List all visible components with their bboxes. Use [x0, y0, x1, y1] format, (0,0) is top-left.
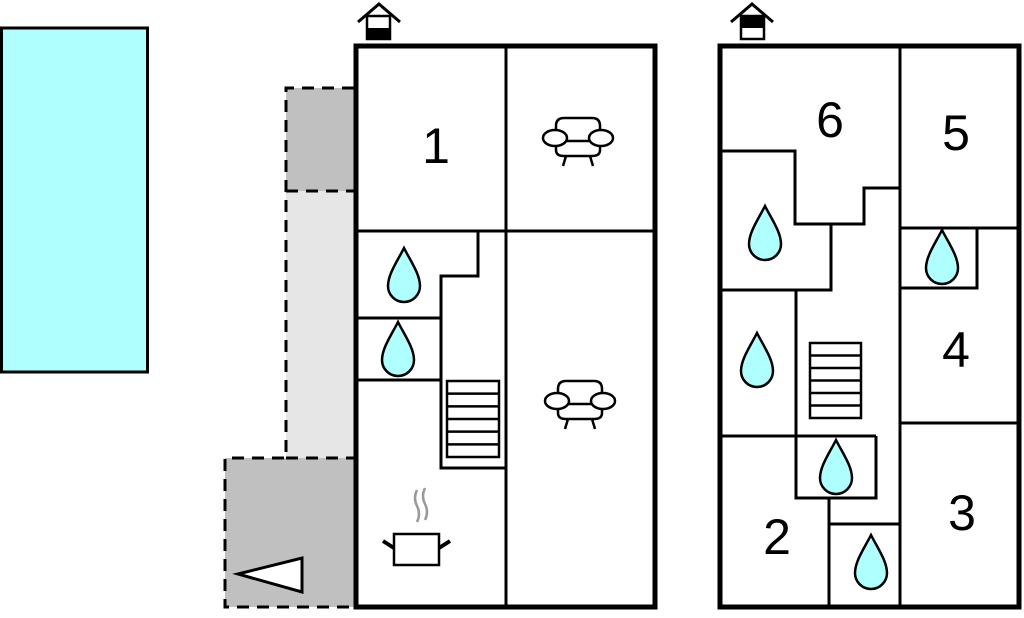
water-drop-icon: [818, 437, 854, 496]
water-drop-icon: [924, 227, 960, 286]
water-drop-icon: [386, 245, 422, 304]
stairs-icon: [808, 341, 863, 420]
upper-floor-plan: [717, 43, 1022, 610]
room-number-6: 6: [816, 92, 844, 148]
terrace-area: [223, 86, 354, 609]
house-ground-floor-icon: [357, 2, 401, 41]
ground-floor-plan: [353, 43, 658, 610]
cooking-pot-icon: [381, 487, 452, 567]
sofa-icon: [543, 379, 617, 430]
water-drop-icon: [747, 203, 783, 262]
room-number-2: 2: [763, 509, 791, 565]
room-number-5: 5: [942, 105, 970, 161]
water-drop-icon: [853, 532, 889, 591]
water-drop-icon: [739, 330, 775, 389]
water-drop-icon: [380, 319, 416, 378]
stairs-icon: [445, 379, 501, 459]
room-number-1: 1: [422, 118, 450, 174]
entrance-arrow-icon: [232, 556, 304, 594]
sofa-icon: [541, 116, 615, 167]
room-number-4: 4: [942, 322, 970, 378]
swimming-pool: [0, 26, 149, 374]
house-upper-floor-icon: [730, 2, 774, 41]
room-number-3: 3: [948, 485, 976, 541]
